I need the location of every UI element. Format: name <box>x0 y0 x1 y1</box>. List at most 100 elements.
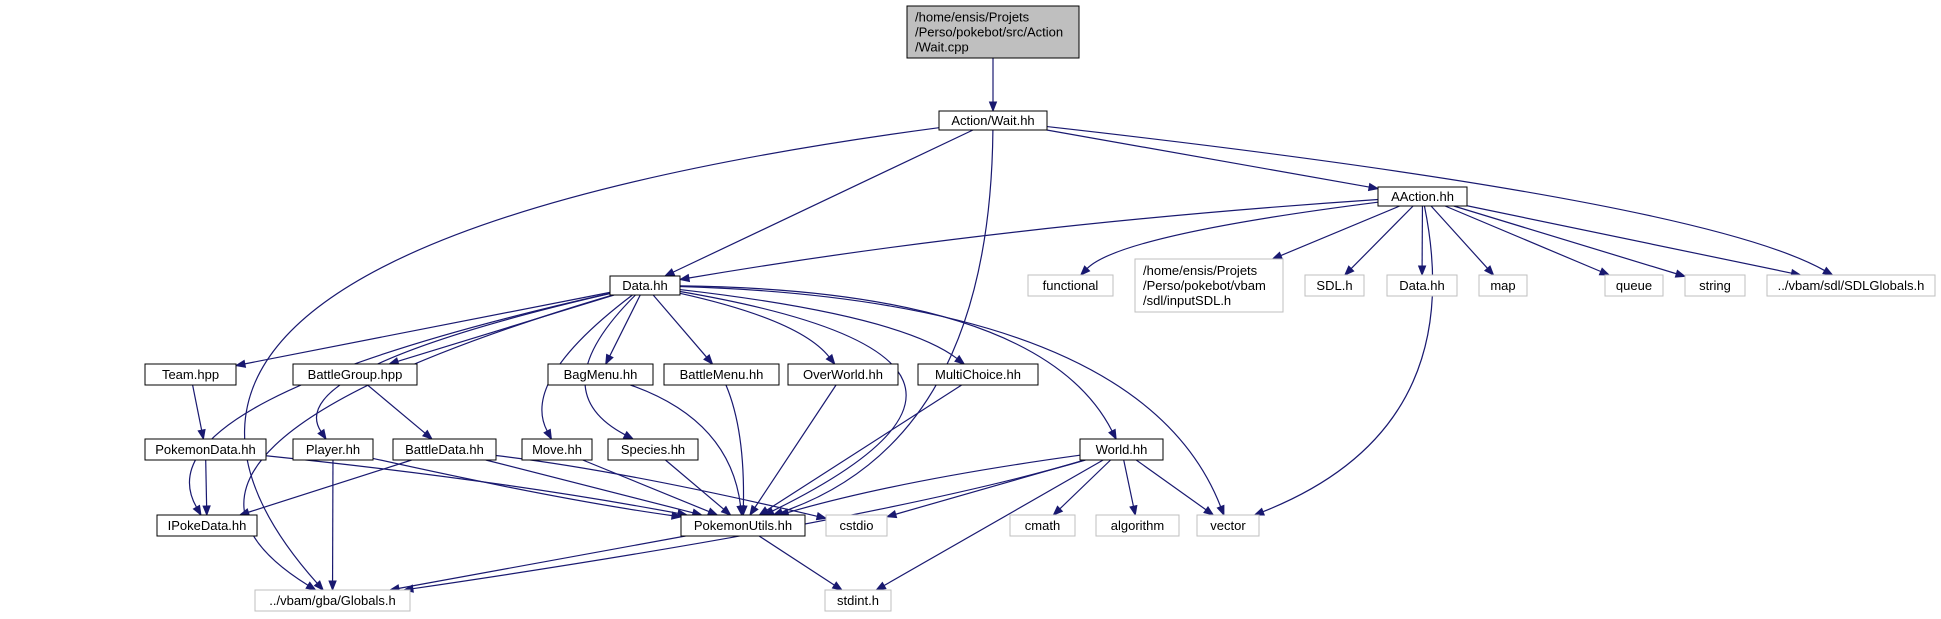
node-team[interactable]: Team.hpp <box>144 363 237 386</box>
node-box <box>787 363 899 386</box>
edge-line <box>248 459 412 513</box>
arrowhead <box>1674 269 1687 278</box>
node-box <box>1196 514 1260 537</box>
edge-line <box>1444 205 1601 273</box>
node-label: cmath <box>1025 518 1060 533</box>
edge-world-to-pokemonutils <box>777 454 1081 517</box>
edge-line <box>367 384 426 434</box>
node-label: MultiChoice.hh <box>935 367 1021 382</box>
edge-world-to-cmath <box>1052 459 1112 516</box>
edge-aaction-to-data <box>678 198 1379 283</box>
arrowhead <box>1343 265 1355 276</box>
node-box <box>607 438 699 461</box>
edge-wait_hh-to-pokemonutils <box>772 129 994 516</box>
node-move[interactable]: Move.hh <box>521 438 593 461</box>
node-box <box>1377 186 1468 207</box>
edge-line <box>1135 459 1207 511</box>
arrowhead <box>1598 267 1611 276</box>
edge-aaction-to-vector <box>1253 205 1434 516</box>
node-label: queue <box>1616 278 1652 293</box>
edge-aaction-to-functional <box>1079 201 1379 276</box>
arrowhead <box>1417 265 1427 277</box>
node-battlemenu[interactable]: BattleMenu.hh <box>663 363 780 386</box>
node-battlegroup[interactable]: BattleGroup.hpp <box>292 363 418 386</box>
edge-line <box>541 294 633 432</box>
arrowhead <box>305 581 317 591</box>
edge-wait_hh-to-aaction <box>1046 129 1380 192</box>
edge-data-to-vector <box>679 285 1225 517</box>
edge-line <box>265 455 679 514</box>
node-vector: vector <box>1196 514 1260 537</box>
edge-pokemonutils-to-globals <box>388 535 686 593</box>
edge-world-to-vector <box>1135 459 1215 516</box>
edge-overworld-to-pokemonutils <box>749 384 837 517</box>
node-box <box>144 363 237 386</box>
edge-line <box>679 285 1113 432</box>
arrowhead <box>678 273 691 283</box>
arrowhead <box>831 581 844 591</box>
node-sdl_h: SDL.h <box>1304 274 1365 297</box>
arrowhead <box>749 504 759 517</box>
edge-line <box>398 535 686 589</box>
node-world[interactable]: World.hh <box>1079 438 1164 461</box>
node-box <box>392 438 497 461</box>
node-label: BattleMenu.hh <box>680 367 764 382</box>
node-box <box>1079 438 1164 461</box>
edge-line <box>1046 129 1370 188</box>
node-label: cstdio <box>840 518 874 533</box>
node-box <box>144 438 267 461</box>
arrowhead <box>875 581 887 591</box>
arrowhead <box>421 429 434 440</box>
node-box <box>938 110 1048 131</box>
edge-data-to-team <box>234 291 611 368</box>
node-box <box>1478 274 1528 297</box>
edge-aaction-to-map <box>1430 205 1495 277</box>
node-battledata[interactable]: BattleData.hh <box>392 438 497 461</box>
arrowhead <box>313 580 325 592</box>
node-label: BagMenu.hh <box>564 367 638 382</box>
node-overworld[interactable]: OverWorld.hh <box>787 363 899 386</box>
node-pokemondata[interactable]: PokemonData.hh <box>144 438 267 461</box>
edge-data-to-ipokedata <box>188 292 611 517</box>
node-label: /home/ensis/Projets <box>915 10 1030 25</box>
node-wait_hh[interactable]: Action/Wait.hh <box>938 110 1048 131</box>
arrowhead <box>815 512 828 521</box>
edge-world-to-stdint <box>875 459 1104 591</box>
node-wait_cpp[interactable]: /home/ensis/Projets/Perso/pokebot/src/Ac… <box>906 5 1080 59</box>
node-label: AAction.hh <box>1391 189 1454 204</box>
node-label: /sdl/inputSDL.h <box>1143 293 1231 308</box>
edge-world-to-algorithm <box>1123 459 1138 517</box>
node-sdlglobals: ../vbam/sdl/SDLGlobals.h <box>1766 274 1936 297</box>
node-player[interactable]: Player.hh <box>292 438 374 461</box>
node-label: OverWorld.hh <box>803 367 883 382</box>
edge-aaction-to-string <box>1453 205 1687 278</box>
edge-data-to-overworld <box>679 292 836 366</box>
arrowhead <box>1822 266 1834 276</box>
node-data_ext: Data.hh <box>1386 274 1458 297</box>
node-label: Action/Wait.hh <box>951 113 1034 128</box>
edge-line <box>883 459 1104 587</box>
edge-line <box>1046 125 1825 272</box>
node-label: IPokeData.hh <box>168 518 247 533</box>
arrowhead <box>1367 182 1380 192</box>
arrowhead <box>671 511 683 520</box>
arrowhead <box>543 428 553 441</box>
node-cstdio: cstdio <box>825 514 888 537</box>
node-ipokedata[interactable]: IPokeData.hh <box>156 514 258 537</box>
node-pokemonutils[interactable]: PokemonUtils.hh <box>680 514 806 537</box>
node-bagmenu[interactable]: BagMenu.hh <box>547 363 654 386</box>
node-aaction[interactable]: AAction.hh <box>1377 186 1468 207</box>
edge-line <box>192 384 203 431</box>
node-species[interactable]: Species.hh <box>607 438 699 461</box>
node-label: PokemonData.hh <box>155 442 255 457</box>
arrowhead <box>720 505 732 516</box>
node-data[interactable]: Data.hh <box>609 275 681 296</box>
edge-aaction-to-data_ext <box>1417 205 1427 277</box>
node-multichoice[interactable]: MultiChoice.hh <box>917 363 1039 386</box>
node-box <box>680 514 806 537</box>
node-label: Team.hpp <box>162 367 219 382</box>
node-inputsdl: /home/ensis/Projets/Perso/pokebot/vbam/s… <box>1134 258 1284 313</box>
edge-line <box>188 292 611 508</box>
arrowhead <box>758 506 770 516</box>
edge-line <box>1280 205 1400 257</box>
